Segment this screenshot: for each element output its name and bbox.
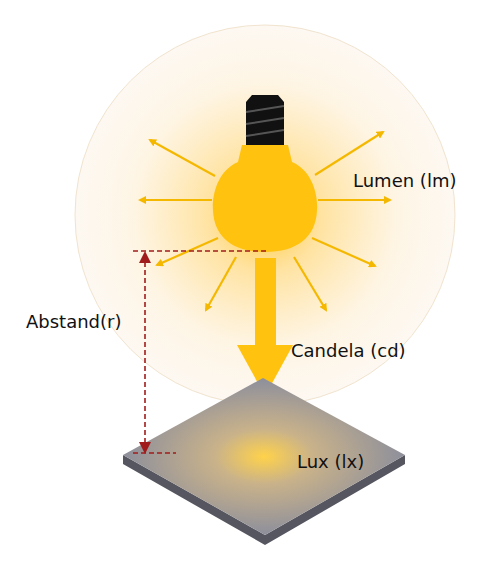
candela-arrow [237, 258, 293, 396]
distance-label: Abstand(r) [26, 311, 121, 332]
light-glow [75, 25, 455, 405]
unit-label: Lux (lx) [297, 451, 364, 472]
distance-marker [133, 251, 267, 453]
bulb-cap [246, 95, 284, 145]
distance-arrowheads [139, 251, 151, 454]
unit-label: Candela (cd) [291, 340, 406, 361]
unit-label: Lumen (lm) [353, 170, 456, 191]
surface-plate [123, 378, 405, 545]
bulb-body [213, 145, 317, 252]
